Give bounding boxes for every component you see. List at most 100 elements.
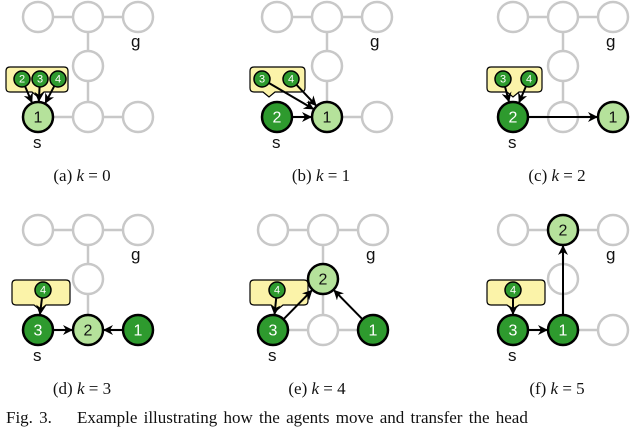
grid-node (310, 0, 344, 34)
subfigure-label: (e) (288, 379, 307, 398)
head-agent-node (306, 262, 340, 296)
grid-node (310, 49, 344, 83)
grid-node (360, 0, 394, 34)
figure-caption-prefix: Fig. 3. (6, 408, 52, 427)
grid-node (260, 0, 294, 34)
move-arrow (34, 86, 45, 103)
waiting-agent-badge (253, 70, 271, 88)
agent-number: 1 (323, 110, 332, 127)
waiting-agent-number: 3 (500, 74, 506, 86)
waiting-agent-number: 4 (40, 285, 46, 297)
start-label: s (268, 346, 277, 365)
agent-number: 1 (134, 323, 143, 340)
subfigure-caption: (e) k = 4 (288, 379, 346, 398)
subfigure-value: = 1 (328, 166, 350, 185)
grid-node (21, 213, 55, 247)
goal-label: g (606, 245, 615, 264)
waiting-agent-number: 4 (55, 74, 61, 86)
agent-number: 1 (559, 323, 568, 340)
subfigure-label: (a) (53, 166, 72, 185)
subfigure-caption: (f) k = 5 (529, 379, 584, 398)
grid-node (71, 262, 105, 296)
subfigure-value: = 5 (562, 379, 584, 398)
goal-label: g (366, 245, 375, 264)
grid-node (496, 0, 530, 34)
subfigure-variable: k (551, 166, 559, 185)
grid-node (71, 213, 105, 247)
grid-node (596, 313, 630, 347)
move-arrow (518, 85, 528, 104)
grid-node (356, 213, 390, 247)
waiting-agent-badge (49, 70, 67, 88)
move-arrow (268, 82, 315, 110)
grid-node (596, 213, 630, 247)
waiting-agent-badge (282, 70, 300, 88)
agent-node (21, 313, 55, 347)
move-arrow (270, 297, 281, 316)
goal-label: g (131, 245, 140, 264)
grid-node (21, 0, 55, 34)
subfigure-label: (c) (528, 166, 547, 185)
agent-node (496, 313, 530, 347)
agent-number: 2 (319, 272, 328, 289)
move-arrow (283, 289, 313, 320)
grid-node (596, 0, 630, 34)
waiting-agent-number: 4 (526, 74, 532, 86)
waiting-agent-number: 4 (274, 285, 280, 297)
start-label: s (272, 133, 281, 152)
agent-node (260, 100, 294, 134)
agent-node (546, 313, 580, 347)
subfigure-variable: k (311, 379, 319, 398)
grid-node (121, 0, 155, 34)
agent-number: 2 (273, 110, 282, 127)
goal-label: g (131, 32, 140, 51)
grid-node (121, 213, 155, 247)
head-agent-node (71, 313, 105, 347)
move-arrow (36, 297, 47, 316)
start-label: s (33, 346, 42, 365)
waiting-agent-number: 4 (510, 285, 516, 297)
subfigure-label: (d) (53, 379, 73, 398)
goal-label: g (606, 32, 615, 51)
grid-node (496, 213, 530, 247)
head-agent-node (21, 100, 55, 134)
agent-node (356, 313, 390, 347)
subfigure-value: = 4 (323, 379, 346, 398)
move-arrow (23, 85, 33, 104)
grid-node (121, 100, 155, 134)
start-label: s (508, 133, 517, 152)
agent-number: 3 (34, 323, 43, 340)
waiting-agent-number: 4 (288, 74, 294, 86)
move-arrow (44, 85, 56, 104)
subfigure-caption: (d) k = 3 (53, 379, 111, 398)
subfigure-variable: k (77, 379, 85, 398)
panel-b: g s 2 1 3 4 (b) k = 1 (249, 0, 394, 185)
waiting-agent-badge (504, 281, 522, 299)
waiting-agent-number: 3 (259, 74, 265, 86)
waiting-agent-badge (13, 70, 31, 88)
subfigure-variable: k (316, 166, 324, 185)
grid-node (71, 49, 105, 83)
grid-node (360, 100, 394, 134)
subfigure-variable: k (551, 379, 559, 398)
goal-label: g (370, 32, 379, 51)
head-agent-node (546, 213, 580, 247)
head-agent-node (310, 100, 344, 134)
grid-node (71, 0, 105, 34)
grid-node (256, 213, 290, 247)
move-arrow (295, 84, 317, 107)
waiting-agent-number: 2 (19, 74, 25, 86)
subfigure-value: = 0 (88, 166, 110, 185)
grid-node (306, 313, 340, 347)
start-label: s (508, 346, 517, 365)
waiting-agent-badge (268, 281, 286, 299)
agent-number: 1 (369, 323, 378, 340)
subfigure-caption: (b) k = 1 (292, 166, 350, 185)
subfigure-caption: (a) k = 0 (53, 166, 110, 185)
waiting-agent-badge (31, 70, 49, 88)
agent-number: 1 (34, 110, 43, 127)
